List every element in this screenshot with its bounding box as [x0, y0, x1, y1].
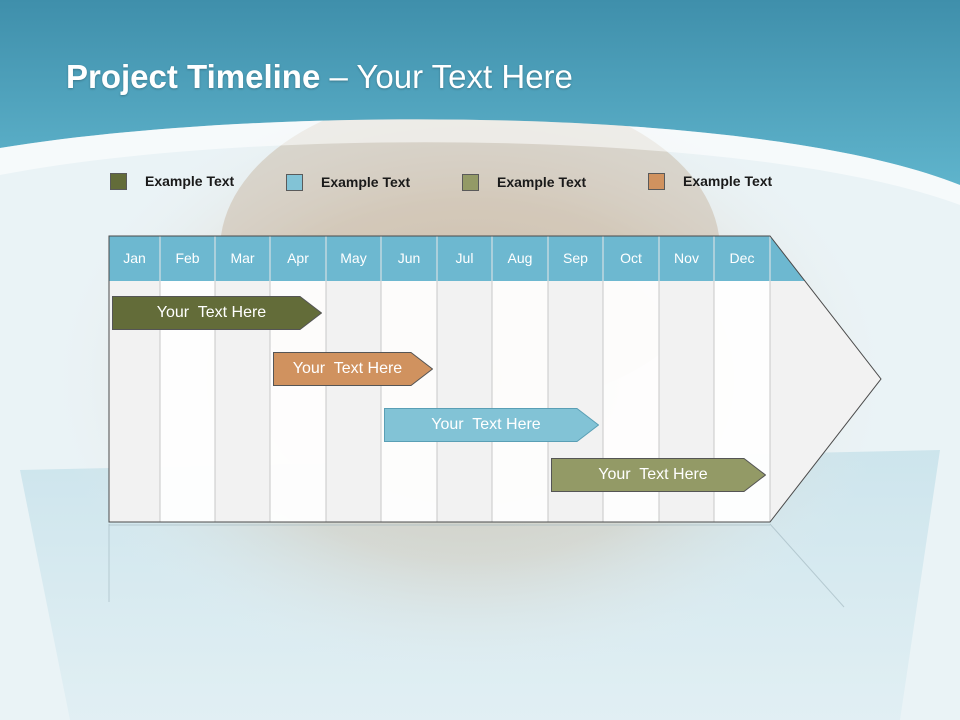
task-arrow [273, 352, 433, 386]
task-bar: Your Text Here [551, 458, 766, 492]
month-label: Jul [455, 250, 474, 266]
month-label: Sep [563, 250, 588, 266]
title-rest: – Your Text Here [320, 58, 573, 95]
month-column-shade [326, 281, 381, 522]
legend-item: Example Text [110, 170, 234, 192]
month-label: Oct [620, 250, 642, 266]
month-label: Apr [287, 250, 309, 266]
month-header-band [109, 236, 805, 281]
legend-label: Example Text [145, 173, 235, 189]
month-label: Jan [123, 250, 146, 266]
month-label: Dec [729, 250, 755, 266]
month-column-shade [437, 281, 492, 522]
month-label: Aug [507, 250, 533, 266]
task-label: Your Text Here [431, 416, 541, 433]
legend-swatch [648, 172, 665, 190]
task-arrow-shape [384, 408, 599, 442]
legend-label: Example Text [683, 173, 773, 189]
legend-item: Example Text [286, 171, 410, 193]
page-title: Project Timeline – Your Text Here [66, 58, 573, 96]
task-arrow-shape [551, 458, 766, 492]
task-arrow [112, 296, 322, 330]
month-label: Feb [175, 250, 200, 266]
task-label: Your Text Here [598, 466, 708, 483]
legend-label: Example Text [497, 174, 587, 190]
legend-swatch [286, 173, 303, 191]
month-label: Jun [397, 250, 421, 266]
timeline-arrow-outline [108, 235, 882, 523]
legend-swatch [110, 172, 127, 190]
legend-item: Example Text [648, 170, 772, 192]
task-arrow [551, 458, 766, 492]
legend-item: Example Text [462, 171, 586, 193]
task-bar: Your Text Here [273, 352, 433, 386]
task-arrow-shape [112, 296, 322, 330]
task-bar: Your Text Here [384, 408, 599, 442]
task-bar: Your Text Here [112, 296, 322, 330]
task-arrow [384, 408, 599, 442]
month-label: May [340, 250, 367, 266]
month-label: Nov [674, 250, 699, 266]
reflection-line [769, 523, 845, 608]
arrow-head-shade [770, 281, 881, 522]
task-label: Your Text Here [292, 360, 403, 377]
task-label: Your Text Here [156, 304, 267, 321]
task-arrow-shape [273, 352, 433, 386]
month-label: Mar [230, 250, 255, 266]
title-bold: Project Timeline [66, 58, 321, 95]
legend-label: Example Text [321, 174, 411, 190]
legend-swatch [462, 173, 479, 191]
